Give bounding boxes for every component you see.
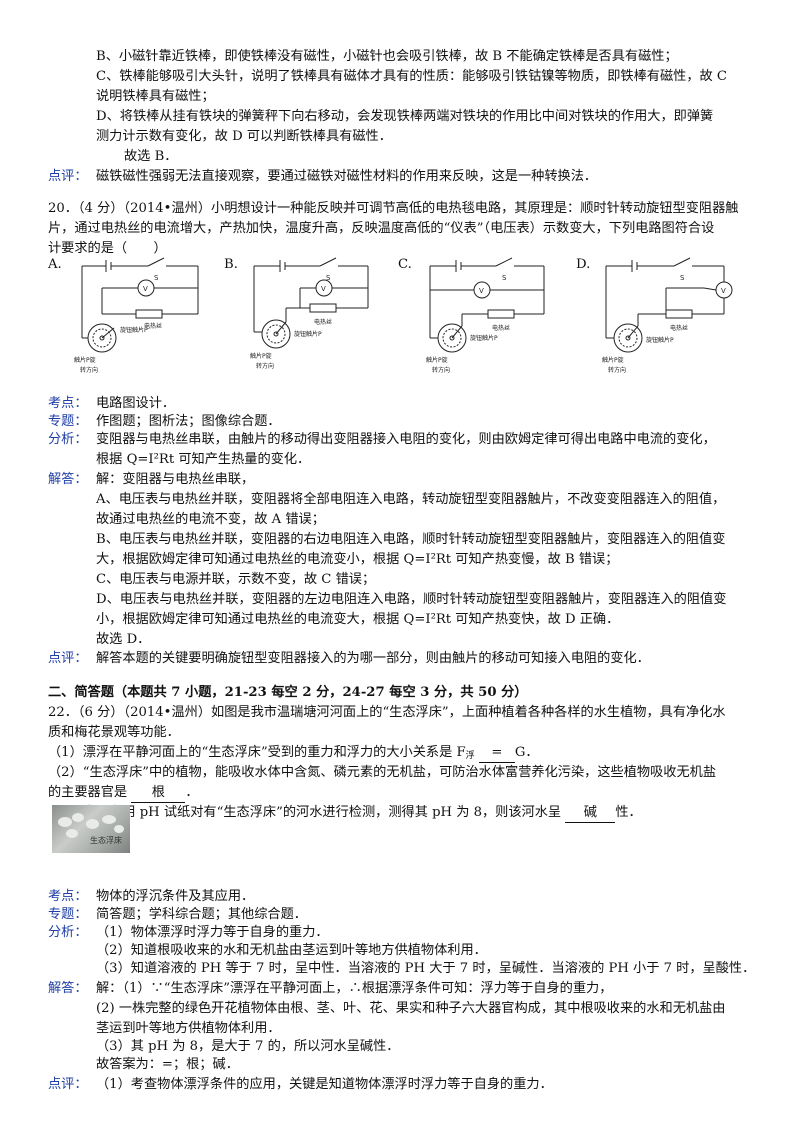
slider-label-b: 触片P旋 [250, 352, 272, 360]
q22-jieda-label: 解答： [48, 981, 88, 996]
heating-wire-label-b: 电热丝 [314, 318, 332, 326]
q22-part-1: （1）漂浮在平静河面上的“生态浮床”受到的重力和浮力的大小关系是 F浮 =G． [48, 744, 539, 765]
q22-part-3-text: （3）喜爱名用 pH 试纸对有“生态浮床”的河水进行检测，测得其 pH 为 8，… [48, 805, 562, 820]
circuit-diagram-b: S V 电热丝 旋钮触片P 触片P旋 转方向 [250, 257, 369, 370]
q19-line-d1: D、将铁棒从挂有铁块的弹簧秤下向右移动，会发现铁棒两端对铁块的作用比中间对铁块的… [96, 109, 714, 124]
voltmeter-label-b: V [321, 285, 326, 293]
q22-part-2-line-2: 的主要器官是 根． [48, 784, 199, 803]
switch-label-c: S [502, 274, 507, 282]
q20-option-c-label: C. [398, 257, 412, 272]
voltmeter-label-a: V [143, 285, 148, 293]
slider-label-d: 触片P旋 [602, 356, 624, 364]
voltmeter-label-c: V [479, 287, 484, 295]
q20-dianping: 解答本题的关键要明确旋钮型变阻器接入的为哪一部分，则由触片的移动可知接入电阻的变… [96, 651, 650, 666]
section-title: 二、简答题（本题共 7 小题，21-23 每空 2 分，24-27 每空 3 分… [48, 685, 528, 700]
q19-comment: 磁铁磁性强弱无法直接观察，要通过磁铁对磁性材料的作用来反映，这是一种转换法． [96, 169, 598, 184]
q22-answer-3: 碱 [565, 804, 616, 823]
q20-fenxi-1: 变阻器与电热丝串联，由触片的移动得出变阻器接入电阻的变化，则由欧姆定律可得出电路… [96, 432, 716, 447]
q22-fenxi-2: （2）知道根吸收来的水和无机盐由茎运到叶等地方供植物体利用． [96, 943, 487, 958]
q20-kaodian-label: 考点： [48, 396, 88, 411]
switch-label-b: S [326, 274, 331, 282]
switch-label-d: S [680, 274, 685, 282]
q22-dianping-label: 点评： [48, 1077, 88, 1092]
q20-zhuanti-label: 专题： [48, 414, 88, 429]
q20-option-d-label: D. [576, 257, 591, 272]
q22-part-2-text: 的主要器官是 [48, 785, 128, 800]
q20-jieda-8: 小，根据欧姆定律可知通过电热丝的电流变大，根据 Q=I²Rt 可知产热变快，故 … [96, 612, 620, 627]
heating-wire-label-d: 电热丝 [670, 324, 688, 332]
q22-dianping: （1）考查物体漂浮条件的应用，关键是知道物体漂浮时浮力等于自身的重力． [96, 1077, 553, 1092]
q22-part-3: （3）喜爱名用 pH 试纸对有“生态浮床”的河水进行检测，测得其 pH 为 8，… [48, 804, 642, 823]
q20-stem-1: 20．（4 分）（2014•温州）小明想设计一种能反映并可调节高低的电热毯电路，… [48, 201, 739, 216]
q20-jieda-9: 故选 D． [96, 632, 151, 647]
circuit-diagram-d: S V 电热丝 旋钮触片P 触片P旋 转方向 [602, 257, 733, 374]
heating-wire-label-a: 电热丝 [144, 322, 162, 330]
q22-fenxi-3: （3）知道溶液的 PH 等于 7 时，呈中性．当溶液的 PH 大于 7 时，呈碱… [96, 961, 756, 976]
q22-answer-1: = [478, 744, 515, 763]
q20-jieda-1: 解：变阻器与电热丝串联， [96, 472, 255, 487]
q22-stem-2: 质和梅花景观等功能． [48, 725, 180, 740]
q22-jieda-2: (2) 一株完整的绿色开花植物体由根、茎、叶、花、果实和种子六大器官构成，其中根… [96, 1001, 726, 1016]
q20-jieda-6: C、电压表与电源并联，示数不变，故 C 错误； [96, 572, 376, 587]
q20-fenxi-label: 分析： [48, 432, 88, 447]
q20-jieda-7: D、电压表与电热丝并联，变阻器的左边电阻连入电路，顺时针转动旋钮型变阻器触片，变… [96, 592, 727, 607]
q19-comment-label: 点评： [48, 169, 88, 184]
q22-kaodian-label: 考点： [48, 889, 88, 904]
q20-jieda-3: 故通过电热丝的电流不变，故 A 错误； [96, 512, 325, 527]
q22-stem-1: 22．（6 分）（2014•温州）如图是我市温瑞塘河河面上的“生态浮床”，上面种… [48, 705, 726, 720]
q22-fenxi-1: （1）物体漂浮时浮力等于自身的重力． [96, 925, 329, 940]
q20-option-b-label: B. [224, 257, 238, 272]
q19-line-b: B、小磁针靠近铁棒，即使铁棒没有磁性，小磁针也会吸引铁棒，故 B 不能确定铁棒是… [96, 49, 678, 64]
q20-zhuanti: 作图题；图析法；图像综合题． [96, 414, 281, 429]
heating-wire-label-c: 电热丝 [492, 324, 510, 332]
slider-label-c: 触片P旋 [426, 356, 448, 364]
q20-jieda-2: A、电压表与电热丝并联，变阻器将全部电阻连入电路，转动旋钮型变阻器触片，不改变变… [96, 492, 726, 507]
q22-zhuanti: 简答题；学科综合题；其他综合题． [96, 907, 307, 922]
ecological-floating-bed-photo: 生态浮床 [52, 805, 130, 853]
knob-label-c: 旋钮触片P [470, 334, 498, 342]
q22-part-2-end: ． [185, 785, 199, 800]
circuit-diagram-a: S V 电热丝 旋钮触片P 触片P旋 转方向 [74, 257, 199, 374]
q22-jieda-4: （3）其 pH 为 8，是大于 7 的，所以河水呈碱性． [96, 1039, 400, 1054]
slider-label-a: 触片P旋 [74, 356, 96, 364]
q20-option-a-label: A. [48, 257, 62, 272]
q22-part-1-text: （1）漂浮在平静河面上的“生态浮床”受到的重力和浮力的大小关系是 F [48, 745, 466, 760]
direction-label-b: 转方向 [256, 362, 274, 370]
voltmeter-label-d: V [721, 287, 726, 295]
switch-label-a: S [154, 274, 159, 282]
buoyancy-subscript: 浮 [465, 751, 475, 761]
q19-line-c1: C、铁棒能够吸引大头针，说明了铁棒具有磁体才具有的性质：能够吸引铁钴镍等物质，即… [96, 69, 727, 84]
knob-label-d: 旋钮触片P [646, 336, 674, 344]
q20-stem-3: 计要求的是（ ） [48, 241, 167, 256]
q19-line-c2: 说明铁棒具有磁性； [96, 89, 215, 104]
q20-kaodian: 电路图设计． [96, 396, 176, 411]
q19-line-d2: 测力计示数有变化，故 D 可以判断铁棒具有磁性． [96, 129, 392, 144]
q20-fenxi-2: 根据 Q=I²Rt 可知产生热量的变化． [96, 452, 311, 467]
q20-jieda-label: 解答： [48, 472, 88, 487]
q20-dianping-label: 点评： [48, 651, 88, 666]
photo-caption: 生态浮床 [90, 836, 122, 845]
direction-label-d: 转方向 [608, 366, 626, 374]
q20-jieda-4: B、电压表与电热丝并联，变阻器的右边电阻连入电路，顺时针转动旋钮型变阻器触片，变… [96, 532, 726, 547]
q22-part-3-end: 性． [615, 805, 642, 820]
q20-jieda-5: 大，根据欧姆定律可知通过电热丝的电流变小，根据 Q=I²Rt 可知产热变慢，故 … [96, 552, 619, 567]
q20-stem-2: 片，通过电热丝的电流增大，产热加快，温度升高，反映温度高低的“仪表”（电压表）示… [48, 221, 715, 236]
q22-zhuanti-label: 专题： [48, 907, 88, 922]
direction-label-c: 转方向 [432, 366, 450, 374]
q22-jieda-3: 茎运到叶等地方供植物体利用． [96, 1021, 281, 1036]
circuit-diagram-c: S V 电热丝 旋钮触片P 触片P旋 转方向 [426, 257, 545, 374]
q22-answer-2: 根 [131, 784, 186, 803]
q22-part-2-line-1: （2）“生态浮床”中的植物，能吸收水体中含氮、磷元素的无机盐，可防治水体富营养化… [48, 765, 717, 780]
q22-fenxi-label: 分析： [48, 925, 88, 940]
direction-label-a: 转方向 [80, 366, 98, 374]
q22-jieda-1: 解：（1）∵“生态浮床”漂浮在平静河面上，∴根据漂浮条件可知：浮力等于自身的重力… [96, 981, 613, 996]
q19-choose: 故选 B． [124, 149, 178, 164]
q22-part-1-end: G． [514, 745, 539, 760]
knob-label-b: 旋钮触片P [294, 330, 322, 338]
q22-jieda-5: 故答案为：=；根；碱． [96, 1057, 239, 1072]
knob-label-a: 旋钮触片P [120, 326, 148, 334]
q22-kaodian: 物体的浮沉条件及其应用． [96, 889, 255, 904]
